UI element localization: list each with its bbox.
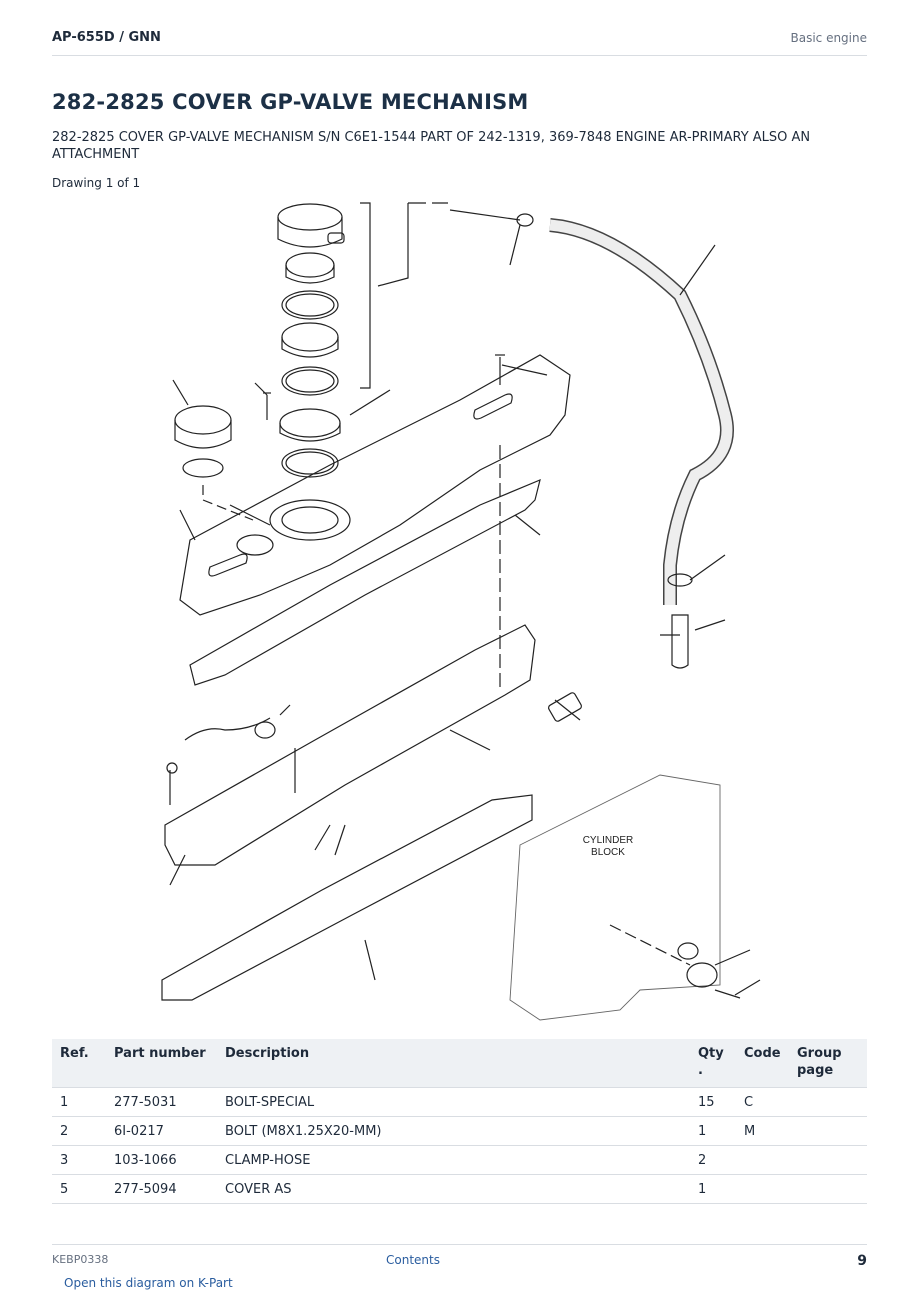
table-row: 3 103-1066 CLAMP-HOSE 2 <box>52 1145 867 1175</box>
table-header-row: Ref. Part number Description Qty. Code G… <box>52 1039 867 1088</box>
drawing-label: Drawing 1 of 1 <box>52 176 141 190</box>
page-footer: KEBP0338 Contents 9 <box>52 1244 867 1275</box>
table-row: 2 6I-0217 BOLT (M8X1.25X20-MM) 1 M <box>52 1116 867 1146</box>
cell-qty: 1 <box>690 1116 736 1146</box>
cell-code <box>736 1145 789 1175</box>
cell-group-page <box>789 1145 867 1175</box>
cell-ref: 5 <box>52 1174 106 1204</box>
header-code: Code <box>736 1039 789 1088</box>
table-row: 1 277-5031 BOLT-SPECIAL 15 C <box>52 1087 867 1117</box>
cell-ref: 3 <box>52 1145 106 1175</box>
cell-description: BOLT (M8X1.25X20-MM) <box>217 1116 690 1146</box>
cell-ref: 1 <box>52 1087 106 1117</box>
table-row: 5 277-5094 COVER AS 1 <box>52 1174 867 1204</box>
section-name: Basic engine <box>790 31 867 45</box>
cell-code: C <box>736 1087 789 1117</box>
cell-part-number: 103-1066 <box>106 1145 217 1175</box>
cell-qty: 15 <box>690 1087 736 1117</box>
header-part-number: Part number <box>106 1039 217 1088</box>
open-kpart-link[interactable]: Open this diagram on K-Part <box>64 1276 233 1290</box>
page-title: 282-2825 COVER GP-VALVE MECHANISM <box>52 90 529 114</box>
cell-code: M <box>736 1116 789 1146</box>
cell-qty: 1 <box>690 1174 736 1204</box>
model-name: AP-655D / GNN <box>52 30 161 45</box>
diagram-label-line2: BLOCK <box>591 847 625 858</box>
header-qty: Qty. <box>690 1039 736 1088</box>
document-id: KEBP0338 <box>52 1253 109 1266</box>
cell-code <box>736 1174 789 1204</box>
page-header: AP-655D / GNN Basic engine <box>52 28 867 56</box>
diagram-label-line1: CYLINDER <box>583 835 634 846</box>
cell-part-number: 6I-0217 <box>106 1116 217 1146</box>
cell-ref: 2 <box>52 1116 106 1146</box>
cell-group-page <box>789 1174 867 1204</box>
cell-description: COVER AS <box>217 1174 690 1204</box>
parts-diagram: CYLINDER BLOCK <box>161 202 761 1021</box>
header-description: Description <box>217 1039 690 1088</box>
header-ref: Ref. <box>52 1039 106 1088</box>
page-number: 9 <box>857 1253 867 1269</box>
cell-part-number: 277-5094 <box>106 1174 217 1204</box>
page-subtitle: 282-2825 COVER GP-VALVE MECHANISM S/N C6… <box>52 130 811 162</box>
contents-link[interactable]: Contents <box>386 1253 440 1267</box>
cell-group-page <box>789 1116 867 1146</box>
parts-table: Ref. Part number Description Qty. Code G… <box>52 1039 867 1204</box>
cell-part-number: 277-5031 <box>106 1087 217 1117</box>
breather-cap-drawing <box>277 203 345 478</box>
cell-group-page <box>789 1087 867 1117</box>
cell-qty: 2 <box>690 1145 736 1175</box>
cell-description: BOLT-SPECIAL <box>217 1087 690 1117</box>
cell-description: CLAMP-HOSE <box>217 1145 690 1175</box>
